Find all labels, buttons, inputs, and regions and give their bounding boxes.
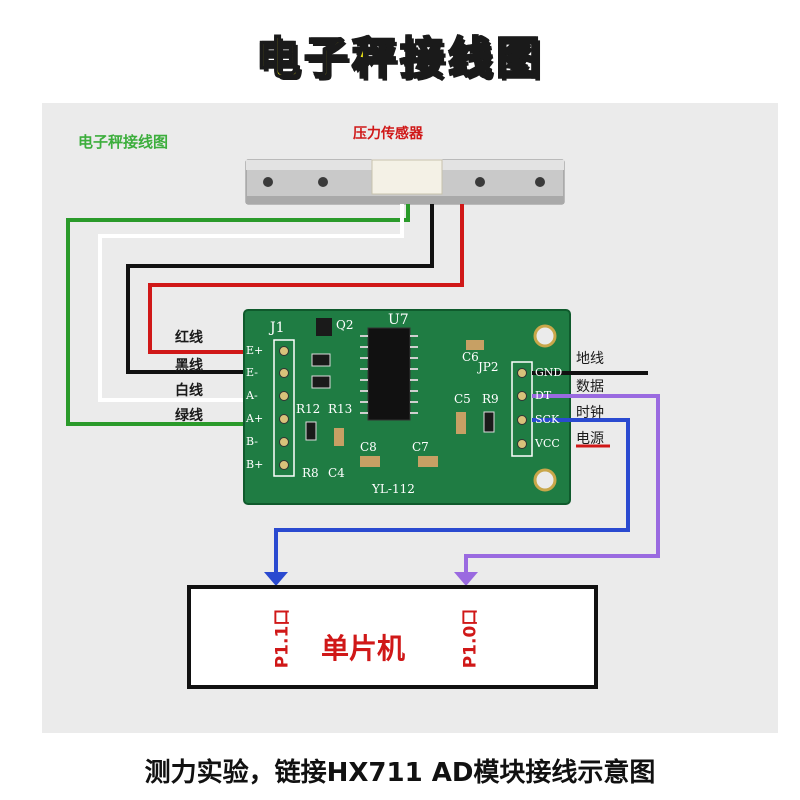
clock-arrow-head	[264, 572, 288, 586]
load-cell-label: 压力传感器	[353, 126, 423, 142]
part-q2: Q2	[336, 318, 354, 332]
pin-a-minus: A-	[246, 389, 258, 402]
ground-label: 地线	[576, 351, 604, 367]
part-r9: R9	[482, 392, 499, 406]
pin-a-plus: A+	[246, 412, 264, 425]
data-arrow-head	[454, 572, 478, 586]
pin-vcc: VCC	[535, 437, 560, 450]
pin-e-plus: E+	[246, 344, 264, 357]
chip-label: U7	[388, 312, 409, 328]
green-wire-label: 绿线	[175, 408, 203, 424]
data-wire	[464, 394, 660, 578]
caption: 测力实验，链接HX711 AD模块接线示意图	[144, 758, 656, 788]
clock-wire	[274, 418, 630, 578]
banner-title: 电子秤接线图	[255, 32, 544, 85]
pin-b-minus: B-	[246, 435, 259, 448]
white-wire-label: 白线	[175, 383, 203, 399]
clock-label: 时钟	[576, 405, 604, 421]
hx711-board	[243, 309, 571, 505]
pin-sck: SCK	[535, 413, 560, 426]
port-p10: P1.0口	[460, 608, 481, 669]
mcu-label: 单片机	[321, 632, 406, 665]
port-p11: P1.1口	[272, 608, 293, 669]
part-r12: R12	[296, 402, 321, 416]
part-r8: R8	[302, 466, 319, 480]
power-label: 电源	[576, 431, 604, 447]
black-wire-label: 黑线	[175, 358, 203, 374]
part-c7: C7	[412, 440, 429, 454]
board-model-label: YL-112	[372, 482, 415, 496]
pin-b-plus: B+	[246, 458, 264, 471]
mcu-box	[187, 585, 598, 689]
panel-title: 电子秤接线图	[78, 133, 169, 151]
black-wire	[126, 204, 434, 374]
pin-gnd: GND	[535, 366, 563, 379]
part-r13: R13	[328, 402, 353, 416]
red-wire-label: 红线	[175, 330, 203, 346]
part-c4: C4	[328, 466, 345, 480]
jp2-label: JP2	[478, 360, 499, 374]
white-wire	[98, 204, 404, 402]
j1-label: J1	[270, 320, 285, 336]
pin-e-minus: E-	[246, 366, 258, 379]
green-wire	[66, 204, 410, 426]
part-c6: C6	[462, 350, 479, 364]
data-label: 数据	[576, 379, 604, 395]
red-wire	[148, 204, 464, 354]
part-c5: C5	[454, 392, 471, 406]
pin-dt: DT	[535, 389, 552, 402]
part-c8: C8	[360, 440, 377, 454]
load-cell	[245, 159, 565, 205]
